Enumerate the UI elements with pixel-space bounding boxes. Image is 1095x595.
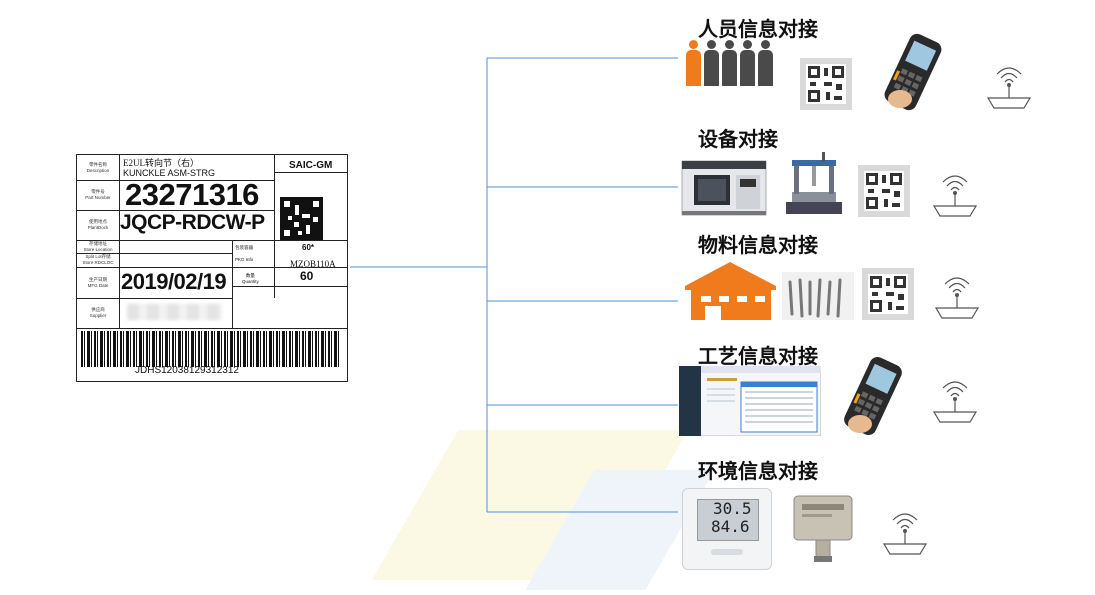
qr-code-icon <box>858 165 910 217</box>
section-title-environment: 环境信息对接 <box>698 459 818 483</box>
pkg-code: 60* <box>302 243 315 252</box>
part-number: 23271316 <box>125 177 259 212</box>
label-qr-code <box>280 197 323 240</box>
mfg-date: 2019/02/19 <box>121 269 227 294</box>
pkg-value: MZOB110A <box>290 259 336 269</box>
temperature-readout: 30.5 <box>713 499 752 518</box>
handheld-scanner-icon <box>844 357 902 435</box>
thermo-hygrometer-icon: 30.5 84.6 <box>682 488 772 570</box>
wireless-antenna-icon <box>986 67 1032 109</box>
section-title-equipment: 设备对接 <box>698 127 778 151</box>
section-title-process: 工艺信息对接 <box>698 344 818 368</box>
warehouse-icon <box>685 262 776 320</box>
description-en: KUNCKLE ASM-STRG <box>123 168 216 178</box>
qty-divider <box>232 286 347 287</box>
humidity-readout: 84.6 <box>711 517 750 536</box>
supplier-blurred <box>127 304 222 320</box>
wireless-antenna-icon <box>882 513 928 555</box>
people-icon <box>685 40 773 86</box>
brand-divider <box>274 172 347 173</box>
handheld-scanner-icon <box>884 33 942 111</box>
quantity: 60 <box>300 269 314 283</box>
plant-dock: JQCP-RDCW-P <box>120 211 265 234</box>
qr-code-icon <box>800 58 852 110</box>
section-title-personnel: 人员信息对接 <box>698 17 818 41</box>
barcode-divider <box>77 328 347 329</box>
wireless-antenna-icon <box>932 175 978 217</box>
qr-code-icon <box>862 268 914 320</box>
label-barcode <box>81 331 341 367</box>
tools-icon <box>782 272 854 320</box>
measuring-machine-icon <box>786 152 842 214</box>
pkg-top-divider <box>274 240 347 241</box>
pkg-divider <box>232 267 347 268</box>
sensor-box-icon <box>793 495 853 562</box>
barcode-text: JDHS12038129312312 <box>135 365 239 376</box>
software-screen-icon <box>679 366 821 436</box>
section-title-material: 物料信息对接 <box>698 233 818 257</box>
wireless-antenna-icon <box>932 381 978 423</box>
pkg-vertical-divider <box>274 240 275 298</box>
wireless-antenna-icon <box>934 277 980 319</box>
cnc-machine-icon <box>681 160 767 216</box>
brand-text: SAIC-GM <box>289 160 333 171</box>
description-cn: E2UL转向节（右） <box>123 158 199 168</box>
